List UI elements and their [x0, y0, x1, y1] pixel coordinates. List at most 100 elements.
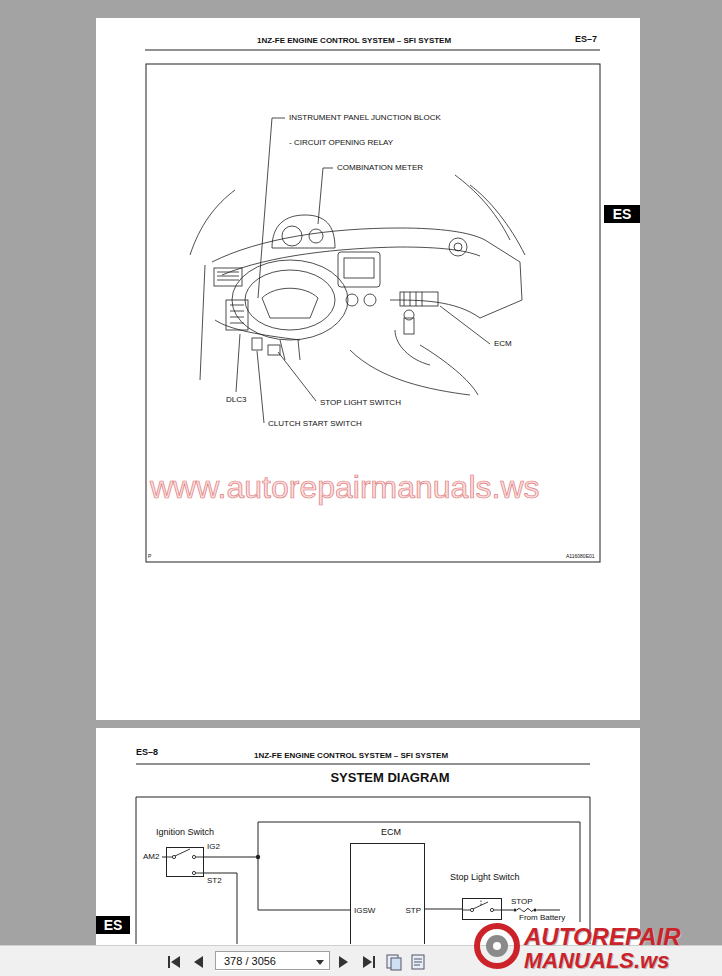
- figure-mark: P: [148, 553, 151, 559]
- page-rule: [136, 764, 590, 765]
- component-name: Ignition Switch: [156, 827, 214, 838]
- wire-junction: [256, 855, 537, 912]
- dashboard-illustration: [232, 260, 348, 340]
- pin-name: IGSW: [354, 906, 375, 916]
- switch-symbol: [462, 902, 502, 910]
- dashboard-illustration: [268, 345, 280, 355]
- dashboard-illustration: [454, 243, 462, 251]
- tab-text: ES: [613, 207, 632, 221]
- dashboard-illustration: [245, 270, 335, 330]
- part-name: INSTRUMENT PANEL JUNCTION BLOCK: [289, 113, 441, 123]
- wire: [425, 909, 462, 910]
- leader-line: [258, 118, 285, 298]
- logo-emblem: [477, 926, 517, 966]
- switch-box: Ignition Switch: [166, 847, 204, 877]
- part-name: CLUTCH START SWITCH: [268, 419, 362, 429]
- nav-icon: [339, 956, 348, 968]
- dashboard-illustration: [344, 258, 374, 278]
- diagram-title: SYSTEM DIAGRAM: [330, 770, 449, 786]
- wiring: [162, 822, 580, 944]
- switch-symbol: [166, 849, 204, 857]
- wiring: [258, 822, 580, 922]
- dashboard-illustration: [455, 175, 510, 240]
- part-name: DLC3: [226, 395, 246, 405]
- part-name: STOP LIGHT SWITCH: [320, 398, 401, 408]
- leader-line: [318, 168, 333, 224]
- tool-icon: [412, 955, 424, 969]
- pin-name: STP: [405, 906, 421, 916]
- page-header: 1NZ-FE ENGINE CONTROL SYSTEM – SFI SYSTE…: [257, 36, 451, 46]
- logo-text: MANUALS.ws: [524, 950, 669, 972]
- nav-icon: [373, 956, 375, 968]
- dashboard-illustration: [190, 175, 525, 395]
- dashboard-illustration: [309, 229, 323, 243]
- dashboard-illustration: [404, 310, 414, 320]
- switch-symbol: [192, 871, 195, 874]
- switch-symbol: [490, 908, 493, 911]
- dashboard-illustration: [226, 300, 248, 330]
- wiring: [517, 909, 533, 912]
- ecm-box: ECMIGSWSTP: [350, 843, 425, 944]
- page-input-field: [215, 952, 330, 971]
- switch-symbol: [192, 855, 195, 858]
- tab-text: ES: [104, 918, 123, 932]
- logo-text: AUTOREPAIR: [524, 925, 680, 949]
- pdf-page: [96, 18, 640, 720]
- watermark: www.autorepairmanuals.ws: [150, 468, 540, 506]
- dashboard-illustration: [262, 288, 318, 318]
- page-number-field: 378 / 3056: [215, 951, 330, 970]
- dashboard-illustration: [252, 338, 262, 350]
- dashboard-illustration: [420, 345, 478, 395]
- logo-emblem: [486, 935, 508, 957]
- tool-icon: [391, 958, 401, 970]
- page-header: 1NZ-FE ENGINE CONTROL SYSTEM – SFI SYSTE…: [254, 751, 448, 761]
- logo-emblem: [477, 926, 517, 966]
- dashboard-illustration: [400, 292, 438, 306]
- dashboard-illustration: [282, 226, 302, 246]
- tool-icon: [414, 959, 422, 965]
- logo-emblem: [493, 942, 501, 950]
- part-name: ECM: [494, 339, 512, 349]
- fuse-name: STOP: [511, 897, 533, 907]
- part-name: - CIRCUIT OPENING RELAY: [289, 138, 393, 148]
- nav-icon: [194, 956, 203, 968]
- switch-symbol: [470, 908, 473, 911]
- switch-symbol: [481, 900, 482, 905]
- dashboard-illustration: [346, 294, 358, 306]
- section-tab: ES: [96, 916, 130, 934]
- leader-line: [278, 352, 316, 401]
- page-input-field: [215, 952, 330, 971]
- dashboard-illustration: [338, 252, 380, 287]
- switch-symbol: [196, 873, 204, 874]
- leader-line: [257, 351, 264, 423]
- tool-icon: [387, 955, 424, 970]
- dashboard-illustration: [217, 272, 239, 280]
- figure-frame: [136, 64, 600, 944]
- dashboard-illustration: [190, 190, 235, 255]
- dashboard-illustration: [212, 228, 485, 262]
- nav-icon: [168, 956, 170, 968]
- dashboard-illustration: [272, 215, 335, 248]
- wiring: [502, 910, 513, 911]
- figure-frame: [146, 64, 600, 562]
- dashboard-illustration: [364, 294, 376, 306]
- nav-icon: [171, 956, 180, 968]
- section-tab: ES: [604, 205, 640, 223]
- wire: [204, 857, 350, 910]
- dashboard-illustration: [449, 238, 467, 256]
- wire-junction: [513, 908, 516, 911]
- page-number: ES–8: [136, 747, 158, 758]
- leader-line: [236, 118, 490, 423]
- terminal-name: AM2: [143, 852, 159, 862]
- dashboard-illustration: [404, 292, 422, 306]
- dashboard-illustration: [390, 300, 480, 318]
- dashboard-illustration: [214, 268, 242, 286]
- dashboard-illustration: [350, 350, 470, 395]
- dashboard-illustration: [480, 240, 522, 318]
- page-counter: 378 / 3056: [224, 955, 276, 968]
- component-name: Stop Light Switch: [450, 872, 520, 883]
- page-input-field: [316, 960, 324, 965]
- leader-line: [236, 334, 240, 392]
- terminal-name: IG2: [207, 842, 220, 852]
- figure-frame: [136, 797, 590, 944]
